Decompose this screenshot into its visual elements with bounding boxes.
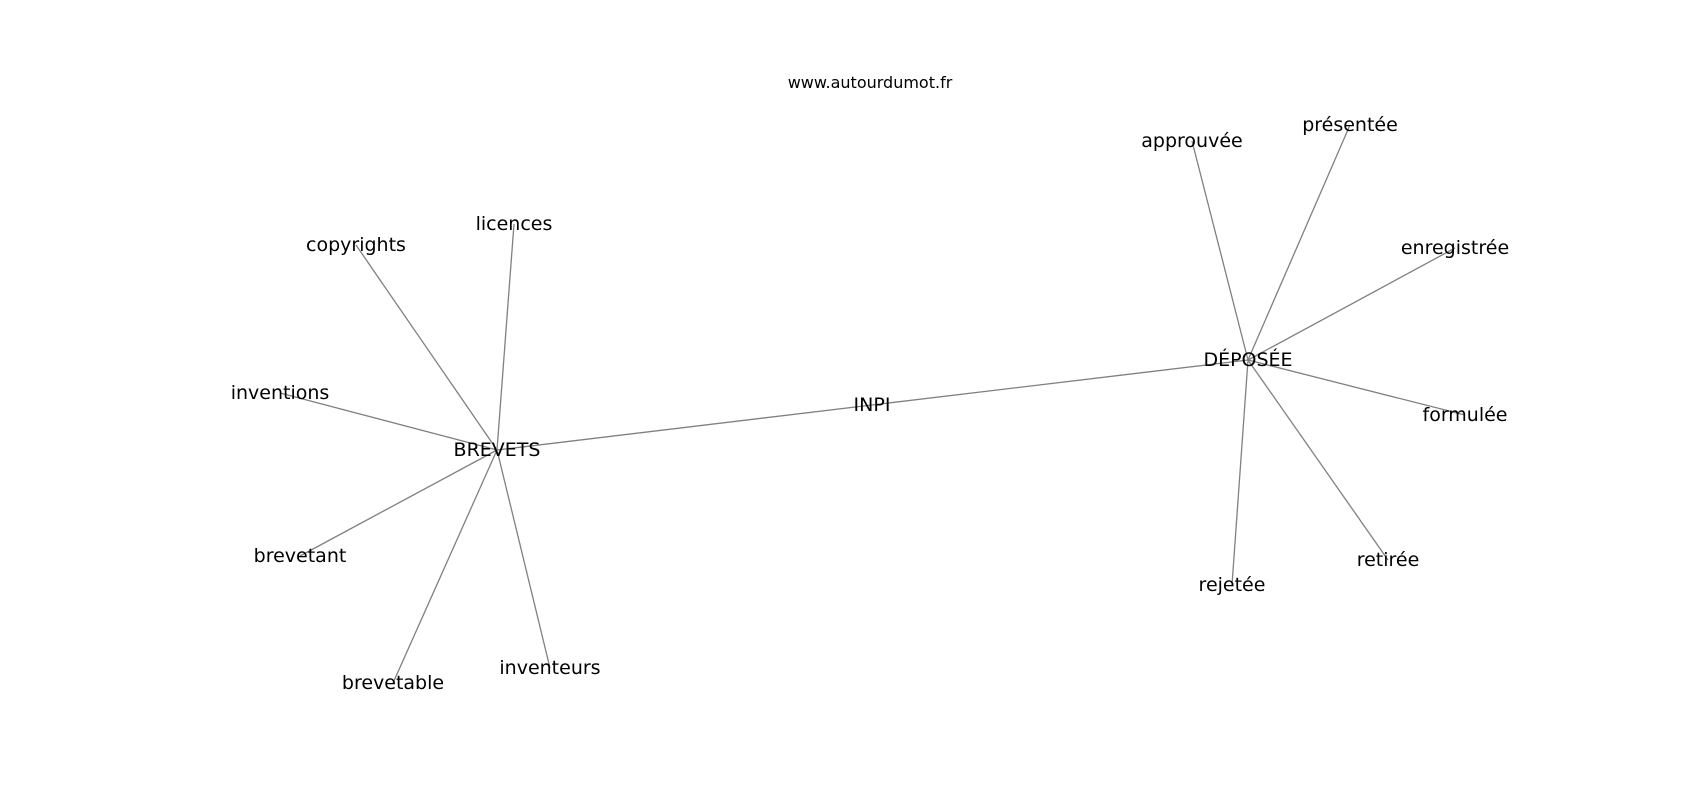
edge-brevets-licences xyxy=(496,223,515,451)
node-label-brevetable: brevetable xyxy=(342,672,444,694)
node-label-brevetant: brevetant xyxy=(254,545,347,567)
edge-inpi-deposee xyxy=(871,359,1249,406)
node-label-inpi: INPI xyxy=(854,394,891,416)
node-label-enregistree: enregistrée xyxy=(1401,237,1509,259)
node-label-copyrights: copyrights xyxy=(306,234,406,256)
edge-brevets-brevetable xyxy=(392,449,498,684)
node-label-brevets: BREVETS xyxy=(454,439,541,461)
edge-deposee-formulee xyxy=(1247,359,1466,416)
node-label-retiree: retirée xyxy=(1357,549,1420,571)
edge-deposee-presentee xyxy=(1247,124,1351,361)
edge-deposee-approuvee xyxy=(1191,140,1249,361)
node-label-deposee: DÉPOSÉE xyxy=(1203,348,1292,371)
site-watermark: www.autourdumot.fr xyxy=(788,73,953,92)
node-label-rejetee: rejetée xyxy=(1199,574,1266,596)
edge-brevets-inventeurs xyxy=(496,449,551,669)
node-label-licences: licences xyxy=(476,213,553,235)
edge-brevets-copyrights xyxy=(355,244,498,451)
node-label-inventions: inventions xyxy=(231,382,330,404)
node-label-inventeurs: inventeurs xyxy=(499,657,600,679)
node-label-formulee: formulée xyxy=(1423,404,1508,426)
edge-deposee-rejetee xyxy=(1231,359,1249,586)
edge-brevets-inpi xyxy=(496,404,873,451)
graph-nodes: BREVETS INPI DÉPOSÉE licences copyrights inve… xyxy=(231,114,1509,694)
graph-edges xyxy=(279,124,1466,684)
edge-brevets-inventions xyxy=(279,392,498,451)
node-label-presentee: présentée xyxy=(1302,114,1398,136)
edge-deposee-enregistree xyxy=(1247,247,1456,361)
edge-deposee-retiree xyxy=(1247,359,1389,561)
node-label-approuvee: approuvée xyxy=(1141,130,1242,152)
edge-brevets-brevetant xyxy=(299,449,498,557)
